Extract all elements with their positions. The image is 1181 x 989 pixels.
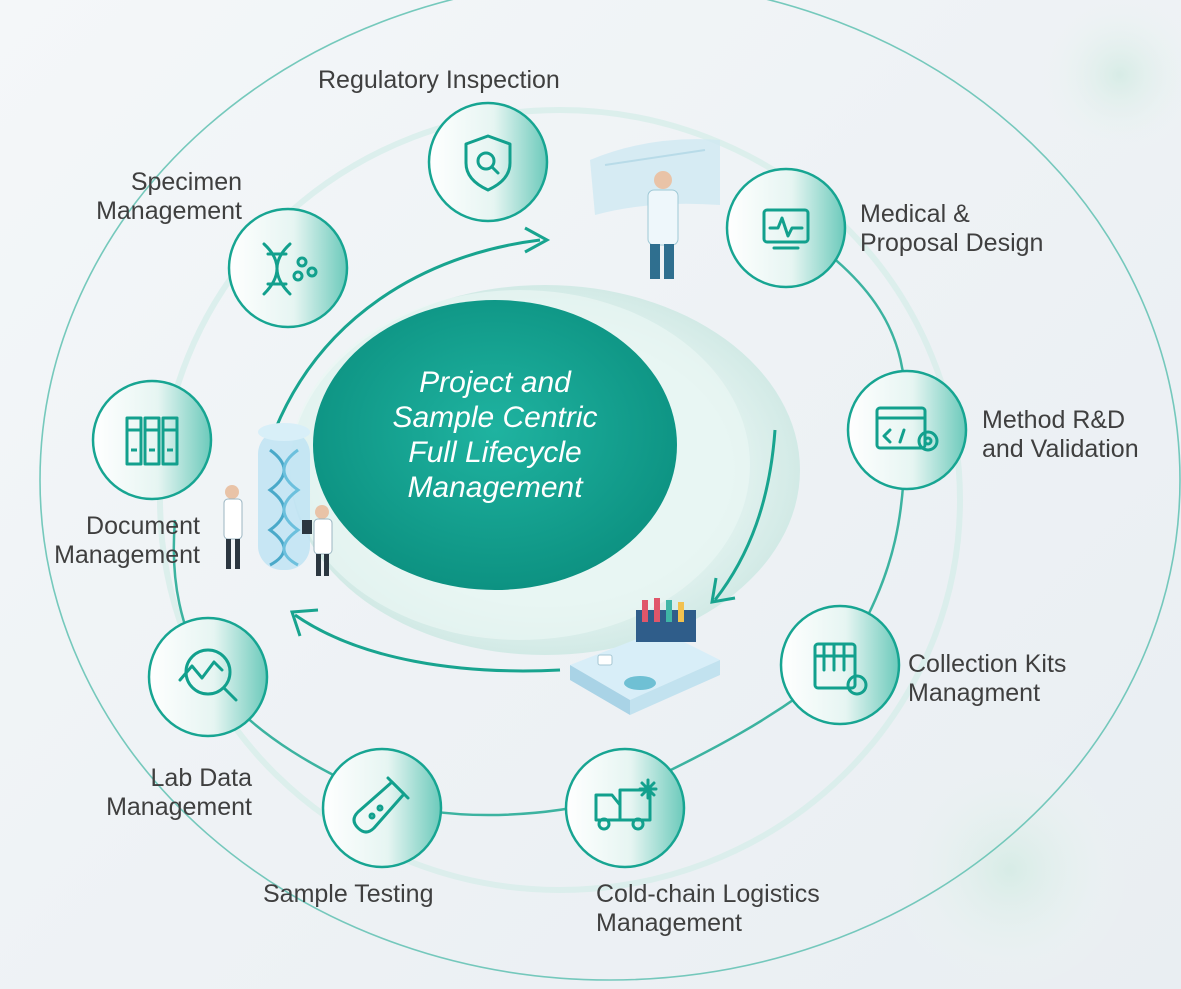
label-medical-proposal-design: Medical & Proposal Design xyxy=(860,200,1043,258)
center-title-line: Sample Centric xyxy=(392,401,598,434)
label-lab-data-management: Lab Data Management xyxy=(62,764,252,822)
node-specimen-management[interactable] xyxy=(227,207,349,329)
label-line: and Validation xyxy=(982,435,1139,463)
label-line: Medical & xyxy=(860,200,970,228)
arrow-head-bottom xyxy=(289,608,319,637)
arrow-head-top xyxy=(524,226,551,254)
label-line: Specimen xyxy=(130,168,242,196)
node-method-rd-validation[interactable] xyxy=(846,369,968,491)
label-line: Lab Data xyxy=(150,764,252,792)
label-document-management: Document Management xyxy=(10,512,200,570)
label-line: Management xyxy=(596,909,742,937)
test-rack-icon xyxy=(813,642,868,696)
chart-magnifier-icon xyxy=(178,648,238,702)
center-disc xyxy=(313,300,677,590)
label-line: Managment xyxy=(908,679,1041,707)
label-line: Document xyxy=(86,512,200,540)
arrow-head-right xyxy=(710,577,736,604)
background-blob xyxy=(890,750,1130,989)
node-sample-testing[interactable] xyxy=(321,747,443,869)
background-blob xyxy=(1040,0,1181,155)
label-specimen-management: Specimen Management xyxy=(50,168,242,226)
label-regulatory-inspection: Regulatory Inspection xyxy=(318,66,560,95)
label-line: Collection Kits xyxy=(908,650,1067,678)
label-sample-testing: Sample Testing xyxy=(263,880,433,909)
node-document-management[interactable] xyxy=(91,379,213,501)
arrow-path-bottom xyxy=(294,613,561,673)
outer-ring xyxy=(39,0,1181,981)
label-line: Cold-chain Logistics xyxy=(596,880,820,908)
label-line: Proposal Design xyxy=(860,229,1044,257)
shield-search-icon xyxy=(464,134,512,192)
scientist-screen-illustration xyxy=(590,139,720,279)
label-line: Management xyxy=(96,197,242,225)
label-method-rd-validation: Method R&D and Validation xyxy=(982,406,1139,464)
arrow-path-top xyxy=(273,238,541,431)
node-collection-kits[interactable] xyxy=(779,604,901,726)
refrigerated-truck-icon xyxy=(594,778,658,831)
label-line: Regulatory Inspection xyxy=(318,66,560,94)
label-line: Management xyxy=(54,541,200,569)
dna-icon xyxy=(262,242,318,296)
test-tube-icon xyxy=(352,776,410,834)
arrow-path-right xyxy=(713,429,777,601)
label-line: Management xyxy=(106,793,252,821)
center-title-line: Management xyxy=(407,471,583,504)
binders-icon xyxy=(125,416,179,466)
center-title-line: Project and xyxy=(419,366,571,399)
node-medical-proposal-design[interactable] xyxy=(725,167,847,289)
dna-cylinder-illustration xyxy=(223,423,333,576)
node-regulatory-inspection[interactable] xyxy=(427,101,549,223)
center-title: Project and Sample Centric Full Lifecycl… xyxy=(330,365,660,505)
code-gear-icon xyxy=(875,406,939,452)
center-title-line: Full Lifecycle xyxy=(408,436,582,469)
node-cold-chain-logistics[interactable] xyxy=(564,747,686,869)
label-cold-chain-logistics: Cold-chain Logistics Management xyxy=(596,880,820,938)
label-line: Method R&D xyxy=(982,406,1126,434)
inner-ring xyxy=(157,107,963,893)
label-line: Sample Testing xyxy=(263,880,434,908)
label-collection-kits: Collection Kits Managment xyxy=(908,650,1066,708)
node-lab-data-management[interactable] xyxy=(147,616,269,738)
monitor-pulse-icon xyxy=(762,208,810,250)
test-tube-rack-illustration xyxy=(570,598,720,715)
